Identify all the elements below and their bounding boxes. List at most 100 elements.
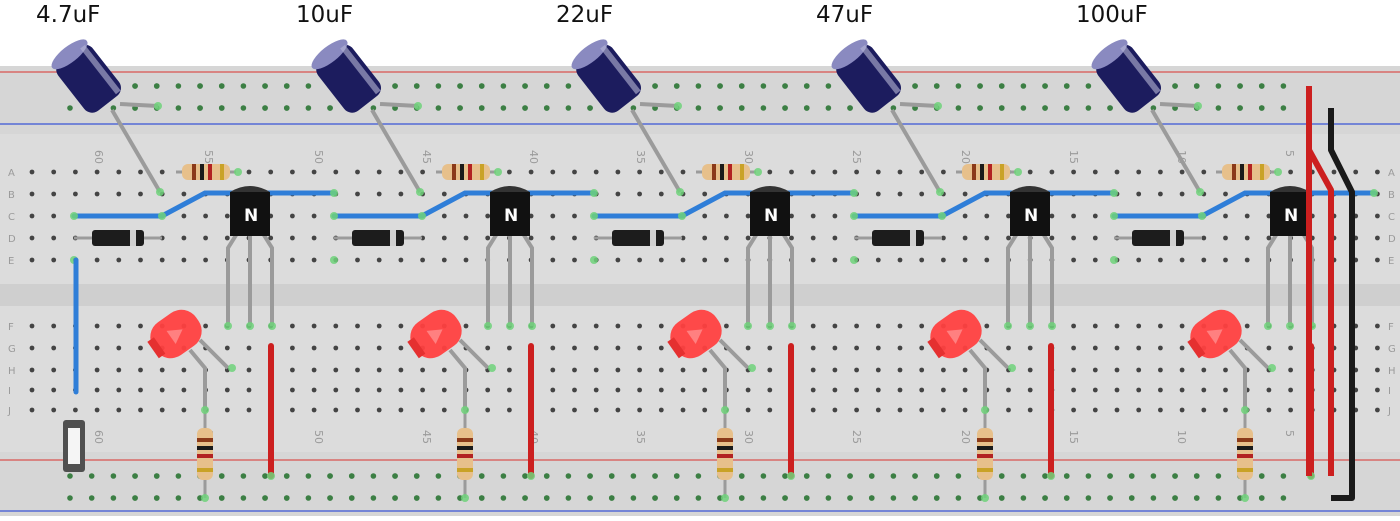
hole — [94, 387, 100, 393]
hole — [29, 345, 35, 351]
hole — [224, 387, 230, 393]
rail-hole — [738, 83, 745, 89]
resistor-band — [1237, 446, 1253, 450]
rail-hole — [305, 83, 312, 89]
used-hole — [1241, 494, 1249, 502]
hole — [159, 407, 165, 413]
hole — [1006, 407, 1011, 413]
rail-hole — [673, 495, 680, 501]
rail-hole — [435, 495, 442, 501]
rail-hole — [912, 473, 918, 479]
rail-hole — [110, 105, 117, 111]
hole — [637, 345, 642, 351]
row-letter-right: H — [1388, 366, 1396, 377]
hole — [398, 367, 404, 373]
hole — [311, 367, 317, 373]
hole — [1136, 169, 1142, 175]
hole — [550, 345, 556, 351]
row-letter-right: F — [1388, 322, 1394, 333]
rail-hole — [890, 105, 897, 111]
used-hole — [330, 256, 338, 264]
rail-hole — [153, 495, 160, 501]
hole — [376, 323, 382, 329]
rail-hole — [543, 495, 550, 501]
rail-hole — [1258, 83, 1265, 89]
hole — [94, 257, 100, 263]
transistor-leg — [486, 230, 500, 326]
hole — [897, 257, 903, 263]
used-hole — [721, 494, 729, 502]
transistor-body — [230, 192, 270, 236]
column-number-top: 35 — [634, 150, 647, 164]
rail-hole — [392, 473, 398, 479]
hole — [73, 169, 78, 175]
capacitor-lead — [890, 108, 942, 194]
hole — [1092, 407, 1098, 413]
hole — [181, 407, 187, 413]
transistor-body — [1270, 192, 1310, 236]
hole — [355, 257, 360, 263]
hole — [1092, 213, 1098, 219]
hole — [376, 407, 382, 413]
hole — [94, 345, 100, 351]
hole — [1244, 323, 1250, 329]
rail-hole — [717, 83, 723, 89]
hole — [724, 257, 729, 263]
diode-band — [390, 230, 396, 246]
rail-hole — [565, 473, 572, 479]
hole — [398, 169, 404, 175]
rail-hole — [652, 495, 658, 501]
rail-hole — [153, 83, 160, 89]
hole — [333, 367, 339, 373]
hole — [637, 407, 642, 413]
hole — [572, 235, 577, 241]
used-hole — [1196, 188, 1204, 196]
hole — [485, 387, 491, 393]
diode — [854, 230, 942, 246]
resistor-bottom — [1237, 428, 1253, 480]
hole — [724, 213, 729, 219]
diode-body — [92, 230, 144, 246]
hole — [1071, 345, 1076, 351]
push-switch — [63, 420, 85, 472]
hole — [463, 323, 469, 329]
hole — [832, 387, 838, 393]
hole — [51, 235, 57, 241]
hole — [1353, 169, 1359, 175]
resistor-band — [457, 446, 473, 450]
rail-hole — [652, 473, 658, 479]
hole — [311, 257, 317, 263]
hole — [1223, 407, 1228, 413]
capacitor-top — [51, 39, 88, 70]
used-hole — [1047, 472, 1055, 480]
resistor-band — [480, 164, 484, 180]
hole — [420, 367, 425, 373]
hole — [1092, 345, 1098, 351]
rail-hole — [565, 105, 572, 111]
hole — [29, 257, 35, 263]
diode — [594, 230, 682, 246]
hole — [420, 169, 425, 175]
rail-hole — [1280, 473, 1287, 479]
hole — [832, 323, 838, 329]
hole — [1158, 169, 1163, 175]
rail-hole — [522, 105, 528, 111]
hole — [29, 367, 35, 373]
row-letter-left: H — [8, 366, 16, 377]
rail-hole — [543, 105, 550, 111]
electrolytic-capacitor — [51, 39, 122, 113]
hole — [550, 367, 556, 373]
capacitor-lead — [1159, 102, 1199, 108]
rail-hole — [262, 473, 268, 479]
hole — [398, 387, 404, 393]
hole — [1179, 367, 1185, 373]
hole — [376, 257, 382, 263]
hole — [593, 345, 599, 351]
used-hole — [156, 188, 164, 196]
hole — [224, 213, 230, 219]
used-hole — [416, 188, 424, 196]
used-hole — [201, 406, 209, 414]
hole — [203, 235, 209, 241]
resistor-bottom — [977, 428, 993, 480]
hole — [550, 407, 556, 413]
